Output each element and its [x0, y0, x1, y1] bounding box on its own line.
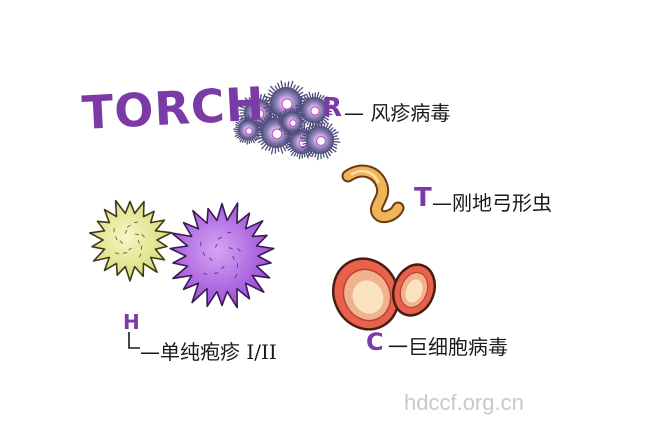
rubella-sphere: [299, 119, 341, 161]
rubella-sphere: [295, 91, 333, 129]
herpes-purple-texture: [217, 236, 222, 240]
herpes-purple-texture: [227, 231, 232, 234]
herpes-purple-virus-icon: [169, 202, 275, 309]
herpes-yellow-texture: [134, 233, 140, 236]
watermark: hdccf.org.cn: [404, 390, 524, 415]
rubella-core: [271, 128, 283, 140]
herpes-yellow-texture: [141, 234, 145, 238]
herpes-yellow-body: [89, 199, 173, 282]
herpes-yellow-texture: [128, 247, 133, 251]
letter-c: C: [366, 328, 384, 356]
label-rubella: — 风疹病毒: [344, 101, 451, 125]
toxoplasma-worm-icon: [341, 164, 405, 224]
rubella-sphere: [233, 115, 263, 145]
herpes-yellow-virus-icon: [89, 199, 173, 282]
label-herpes: —单纯疱疹 I/II: [140, 336, 277, 365]
herpes-purple-texture: [209, 257, 213, 262]
herpes-purple-texture: [214, 272, 219, 274]
herpes-yellow-texture: [124, 229, 128, 234]
rubella-core: [253, 108, 265, 120]
herpes-purple-texture: [203, 272, 208, 276]
herpes-yellow-texture: [114, 252, 120, 255]
herpes-yellow-texture: [119, 240, 124, 244]
label-toxoplasma: —刚地弓形虫: [432, 191, 552, 215]
herpes-purple-texture: [234, 274, 238, 279]
herpes-yellow-texture: [126, 224, 131, 228]
torch-title: TORCH: [80, 76, 267, 140]
cmv-cell-large-icon: [331, 257, 401, 331]
rubella-core: [315, 135, 327, 147]
herpes-purple-texture: [232, 255, 235, 260]
cmv-cell-small-icon: [391, 263, 437, 317]
herpes-bracket-line: [128, 332, 140, 349]
herpes-purple-texture: [202, 252, 206, 257]
herpes-yellow-texture: [123, 252, 128, 254]
label-herpes-text: —单纯疱疹: [140, 340, 240, 364]
herpes-purple-texture: [237, 248, 241, 252]
label-herpes-type: I/II: [246, 340, 277, 364]
label-cmv: 一巨细胞病毒: [388, 335, 508, 359]
herpes-yellow-texture: [115, 236, 118, 241]
rubella-sphere: [277, 107, 307, 137]
herpes-yellow-texture: [137, 239, 141, 244]
rubella-core: [289, 119, 297, 127]
herpes-purple-texture: [214, 243, 218, 248]
herpes-purple-texture: [228, 247, 233, 250]
herpes-purple-body: [169, 202, 275, 309]
rubella-virus-cluster-icon: [233, 80, 341, 161]
rubella-core: [245, 127, 253, 135]
letter-h: H: [123, 310, 140, 334]
herpes-yellow-texture: [138, 253, 142, 258]
letter-r: R: [322, 93, 343, 123]
herpes-purple-texture: [220, 266, 225, 270]
herpes-yellow-texture: [133, 221, 138, 224]
rubella-core: [281, 98, 293, 110]
letter-t: T: [414, 183, 432, 213]
rubella-core: [310, 106, 320, 116]
